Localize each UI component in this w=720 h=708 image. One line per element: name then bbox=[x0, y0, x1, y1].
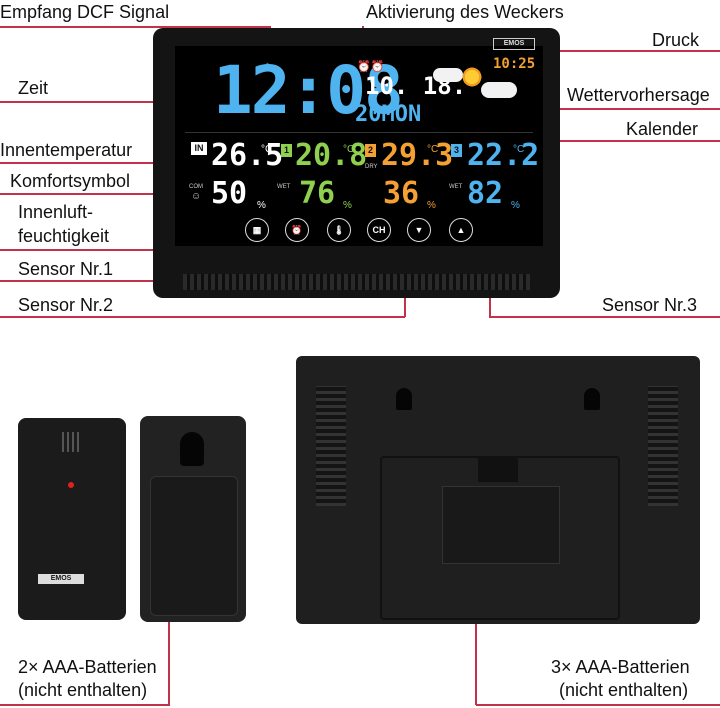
channel-1-hum-unit: % bbox=[343, 200, 352, 211]
brand-logo: EMOS bbox=[493, 38, 535, 50]
label-dcf-signal: Empfang DCF Signal bbox=[0, 2, 170, 22]
label-batteries-right-1: 3× AAA-Batterien bbox=[551, 657, 690, 677]
clock-time: 12:08 bbox=[213, 52, 404, 129]
battery-compartment bbox=[442, 486, 560, 564]
label-pressure: Druck bbox=[652, 30, 700, 50]
label-comfort-symbol: Komfortsymbol bbox=[10, 171, 131, 191]
channel-1-humidity: 76 bbox=[299, 176, 336, 211]
channel-3-temp-unit: °C bbox=[513, 144, 525, 155]
down-button[interactable]: ▼ bbox=[407, 218, 431, 242]
smiley-icon: ☺ bbox=[191, 191, 202, 202]
sensor-brand-logo: EMOS bbox=[38, 574, 84, 584]
bottom-vent bbox=[183, 274, 530, 290]
cloud-icon bbox=[481, 82, 517, 98]
label-forecast: Wettervorhersage bbox=[567, 85, 710, 105]
label-time: Zeit bbox=[18, 78, 49, 98]
channel-3-hum-unit: % bbox=[511, 200, 520, 211]
label-sensor-1: Sensor Nr.1 bbox=[18, 259, 114, 279]
wall-mount-hole bbox=[584, 388, 600, 410]
channel-3-badge: 3 bbox=[451, 144, 462, 157]
label-batteries-left-2: (nicht enthalten) bbox=[18, 680, 148, 700]
calendar-weekday: 20MON bbox=[355, 102, 422, 127]
sensor-led bbox=[68, 482, 74, 488]
channel-2-temperature: 29.3 bbox=[381, 138, 454, 173]
dcf-signal-icon: ⌖ bbox=[265, 60, 271, 70]
sun-icon bbox=[461, 66, 483, 88]
outdoor-sensor-back bbox=[140, 416, 246, 622]
cloud-icon bbox=[433, 68, 463, 82]
outdoor-sensor-front: EMOS bbox=[18, 418, 126, 620]
channel-1-badge: 1 bbox=[281, 144, 292, 157]
mode-button[interactable]: ▦ bbox=[245, 218, 269, 242]
indoor-temperature: 26.5 bbox=[211, 138, 284, 173]
channel-3-humidity: 82 bbox=[467, 176, 504, 211]
channel-1-temperature: 20.8 bbox=[295, 138, 368, 173]
alarm-icons: ⏰⏰ bbox=[357, 61, 385, 73]
hanging-hole bbox=[180, 432, 204, 466]
alarm-button[interactable]: ⏰ bbox=[285, 218, 309, 242]
label-indoor-temperature: Innentemperatur bbox=[0, 140, 133, 160]
label-batteries-left-1: 2× AAA-Batterien bbox=[18, 657, 157, 677]
label-sensor-3: Sensor Nr.3 bbox=[602, 295, 698, 315]
indoor-humidity: 50 bbox=[211, 176, 248, 211]
label-sensor-2: Sensor Nr.2 bbox=[18, 295, 114, 315]
channel-2-badge: 2 bbox=[365, 144, 376, 157]
comfort-symbol: COM bbox=[189, 184, 203, 190]
label-indoor-humidity-line1: Innenluft- bbox=[18, 202, 94, 222]
battery-cover bbox=[150, 476, 238, 616]
label-alarm-activation: Aktivierung des Weckers bbox=[366, 2, 564, 22]
channel-2-tag: DRY bbox=[365, 164, 378, 170]
channel-2-temp-unit: °C bbox=[427, 144, 439, 155]
channel-1-temp-unit: °C bbox=[343, 144, 355, 155]
channel-3-tag: WET bbox=[449, 184, 463, 190]
label-calendar: Kalender bbox=[626, 119, 699, 139]
channel-1-tag: WET bbox=[277, 184, 291, 190]
indoor-hum-unit: % bbox=[257, 200, 266, 211]
sensor-grille bbox=[62, 432, 80, 452]
pressure-readout: 10:25 bbox=[493, 56, 536, 72]
right-vent bbox=[648, 386, 678, 506]
channel-button[interactable]: CH bbox=[367, 218, 391, 242]
thermometer-button[interactable]: 🌡 bbox=[327, 218, 351, 242]
channel-2-hum-unit: % bbox=[427, 200, 436, 211]
indoor-home-icon: IN bbox=[191, 142, 207, 155]
left-vent bbox=[316, 386, 346, 506]
label-batteries-right-2: (nicht enthalten) bbox=[559, 680, 689, 700]
weather-station-back bbox=[296, 356, 700, 624]
channel-2-humidity: 36 bbox=[383, 176, 420, 211]
channel-3-temperature: 22.2 bbox=[467, 138, 540, 173]
divider bbox=[185, 132, 533, 133]
wall-mount-hole bbox=[396, 388, 412, 410]
stand-hinge bbox=[478, 456, 518, 482]
lcd-screen: EMOS ⌖ 12:08 ⏰⏰ 10. 18. 20MON 10:25 IN 2… bbox=[175, 38, 543, 246]
label-indoor-humidity-line2: feuchtigkeit bbox=[18, 226, 110, 246]
up-button[interactable]: ▲ bbox=[449, 218, 473, 242]
indoor-temp-unit: °C bbox=[261, 144, 273, 155]
